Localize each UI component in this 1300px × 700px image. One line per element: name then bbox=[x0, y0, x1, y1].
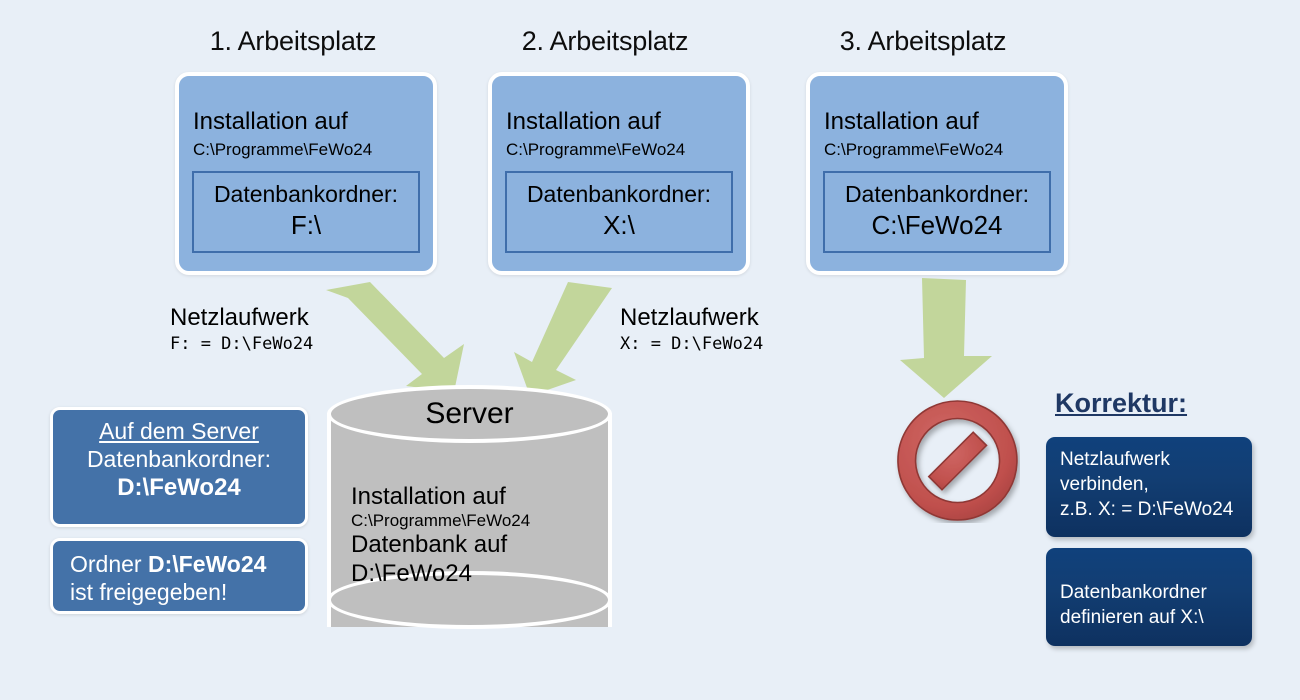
green-arrow-icon-1 bbox=[326, 282, 464, 392]
database-folder-value-2: X:\ bbox=[603, 210, 635, 240]
korrektur-title: Korrektur: bbox=[1055, 388, 1188, 418]
share-info-line2: ist freigegeben! bbox=[70, 579, 228, 605]
database-folder-value-3: C:\FeWo24 bbox=[871, 210, 1003, 240]
korrektur-box1-line2: verbinden, bbox=[1060, 474, 1149, 496]
korrektur-box1-line1: Netzlaufwerk bbox=[1060, 449, 1170, 470]
network-drive-mapping-2: X: = D:\FeWo24 bbox=[620, 334, 764, 355]
korrektur-box2-line2: definieren auf X:\ bbox=[1060, 607, 1204, 629]
server-cylinder[interactable]: Server Installation auf C:\Programme\FeW… bbox=[327, 385, 612, 655]
install-label-2: Installation auf bbox=[506, 108, 661, 135]
workstation-card-2[interactable]: Installation auf C:\Programme\FeWo24 Dat… bbox=[488, 72, 750, 275]
server-info-line3: D:\FeWo24 bbox=[117, 474, 241, 501]
share-info-path: D:\FeWo24 bbox=[147, 551, 267, 577]
share-info-prefix: Ordner bbox=[70, 551, 148, 577]
share-info-line1: Ordner D:\FeWo24 bbox=[70, 551, 305, 578]
workstation-card-1[interactable]: Installation auf C:\Programme\FeWo24 Dat… bbox=[175, 72, 437, 275]
server-install-label: Installation auf bbox=[351, 483, 506, 510]
install-label-3: Installation auf bbox=[824, 108, 979, 135]
network-drive-title-1: Netzlaufwerk bbox=[170, 304, 309, 331]
server-db-path: D:\FeWo24 bbox=[351, 559, 472, 587]
network-drive-title-2: Netzlaufwerk bbox=[620, 304, 759, 331]
network-drive-mapping-1: F: = D:\FeWo24 bbox=[170, 334, 314, 355]
korrektur-box2-line1: Datenbankordner bbox=[1060, 582, 1207, 603]
server-details: Installation auf C:\Programme\FeWo24 Dat… bbox=[351, 483, 530, 588]
workstation-card-3[interactable]: Installation auf C:\Programme\FeWo24 Dat… bbox=[806, 72, 1068, 275]
korrektur-box1-line3: z.B. X: = D:\FeWo24 bbox=[1060, 499, 1234, 521]
prohibition-sign-icon bbox=[897, 400, 1018, 521]
workstation-title-2: 2. Arbeitsplatz bbox=[521, 26, 689, 56]
korrektur-box-2[interactable]: Datenbankordner definieren auf X:\ bbox=[1046, 548, 1252, 646]
database-folder-label-2: Datenbankordner: bbox=[526, 181, 712, 207]
network-drive-label-2: Netzlaufwerk X: = D:\FeWo24 bbox=[620, 304, 764, 355]
server-install-path: C:\Programme\FeWo24 bbox=[351, 511, 531, 531]
workstation-title-3: 3. Arbeitsplatz bbox=[839, 26, 1007, 56]
database-folder-value-1: F:\ bbox=[290, 210, 322, 240]
server-db-label: Datenbank auf bbox=[351, 531, 508, 559]
database-folder-label-3: Datenbankordner: bbox=[844, 181, 1030, 207]
install-path-3: C:\Programme\FeWo24 bbox=[824, 140, 1004, 159]
cylinder-bottom-ellipse bbox=[327, 571, 612, 629]
workstation-title-1: 1. Arbeitsplatz bbox=[209, 26, 377, 56]
install-path-2: C:\Programme\FeWo24 bbox=[506, 140, 686, 159]
database-folder-box-2[interactable]: Datenbankordner: X:\ bbox=[505, 171, 733, 253]
green-arrow-icon-2 bbox=[514, 282, 612, 396]
database-folder-label-1: Datenbankordner: bbox=[213, 181, 399, 207]
database-folder-box-1[interactable]: Datenbankordner: F:\ bbox=[192, 171, 420, 253]
korrektur-box-1[interactable]: Netzlaufwerk verbinden, z.B. X: = D:\FeW… bbox=[1046, 437, 1252, 537]
server-info-box[interactable]: Auf dem Server Datenbankordner: D:\FeWo2… bbox=[50, 407, 308, 527]
server-info-line2: Datenbankordner: bbox=[86, 446, 272, 472]
green-arrow-icon-3 bbox=[900, 278, 992, 398]
cylinder-top-ellipse bbox=[327, 385, 612, 443]
install-path-1: C:\Programme\FeWo24 bbox=[193, 140, 373, 159]
database-folder-box-3[interactable]: Datenbankordner: C:\FeWo24 bbox=[823, 171, 1051, 253]
network-drive-label-1: Netzlaufwerk F: = D:\FeWo24 bbox=[170, 304, 314, 355]
server-label: Server bbox=[425, 397, 514, 430]
share-info-box[interactable]: Ordner D:\FeWo24 ist freigegeben! bbox=[50, 538, 308, 614]
install-label-1: Installation auf bbox=[193, 108, 348, 135]
server-info-line1: Auf dem Server bbox=[99, 418, 259, 444]
